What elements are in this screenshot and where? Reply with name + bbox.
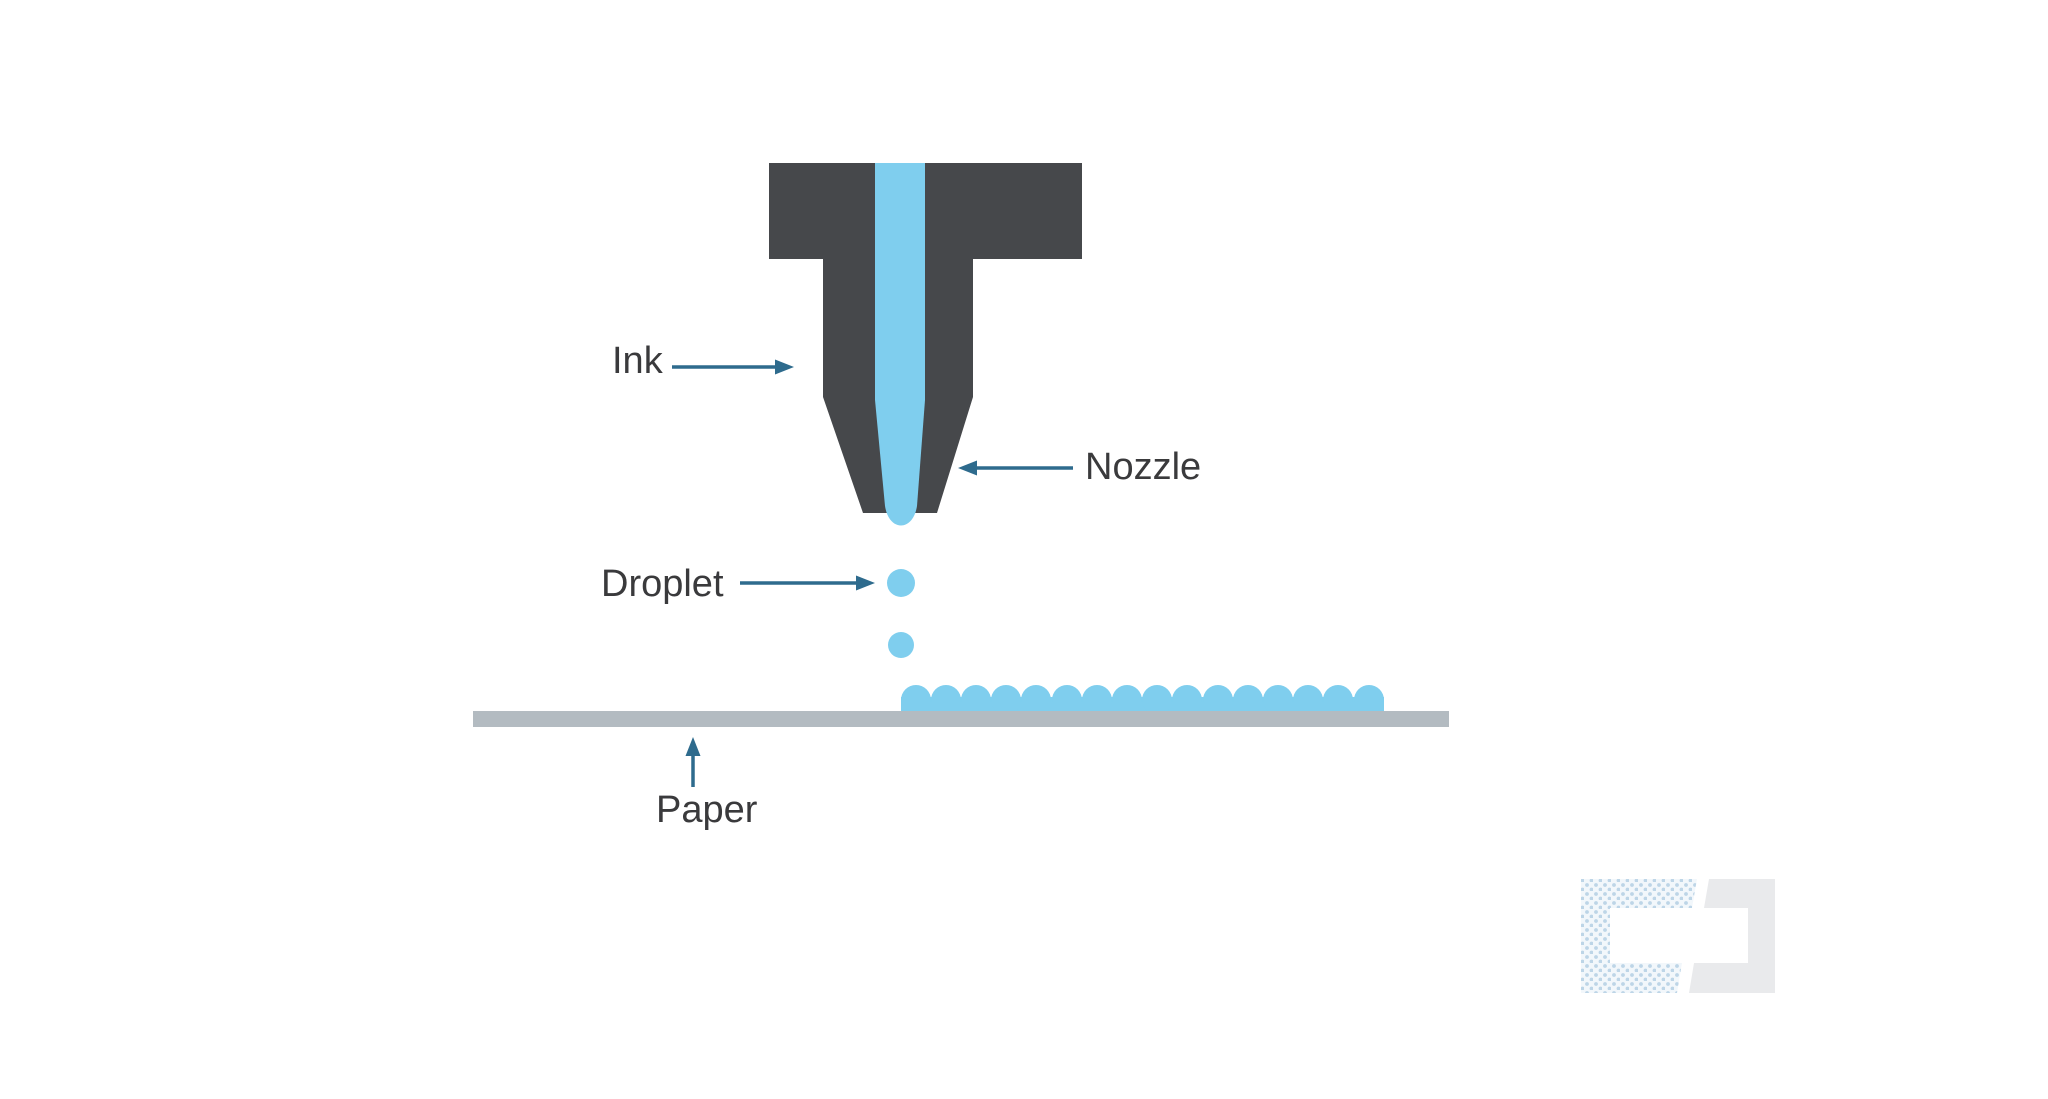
falling-droplet-2 xyxy=(888,632,914,658)
logo-right-bracket xyxy=(1689,879,1775,993)
ink-label: Ink xyxy=(612,340,664,382)
paper-label: Paper xyxy=(656,789,758,831)
deposited-ink-layer xyxy=(901,685,1384,715)
droplet-arrowhead-icon xyxy=(856,575,875,591)
paper-surface xyxy=(473,711,1449,727)
ink-shapes xyxy=(875,163,1384,715)
ink-channel xyxy=(875,163,925,526)
nozzle-label: Nozzle xyxy=(1085,446,1201,488)
droplet-label: Droplet xyxy=(601,563,724,605)
paper-arrowhead-icon xyxy=(685,737,701,756)
watermark-logo xyxy=(1581,879,1775,993)
logo-left-bracket xyxy=(1581,879,1697,993)
paper-arrow xyxy=(685,737,701,787)
nozzle-arrowhead-icon xyxy=(958,460,977,476)
nozzle-body xyxy=(769,163,1082,513)
ink-arrowhead-icon xyxy=(775,359,794,375)
nozzle-arrow xyxy=(958,460,1073,476)
droplet-arrow xyxy=(740,575,875,591)
ink-arrow xyxy=(672,359,794,375)
falling-droplet-1 xyxy=(887,569,915,597)
